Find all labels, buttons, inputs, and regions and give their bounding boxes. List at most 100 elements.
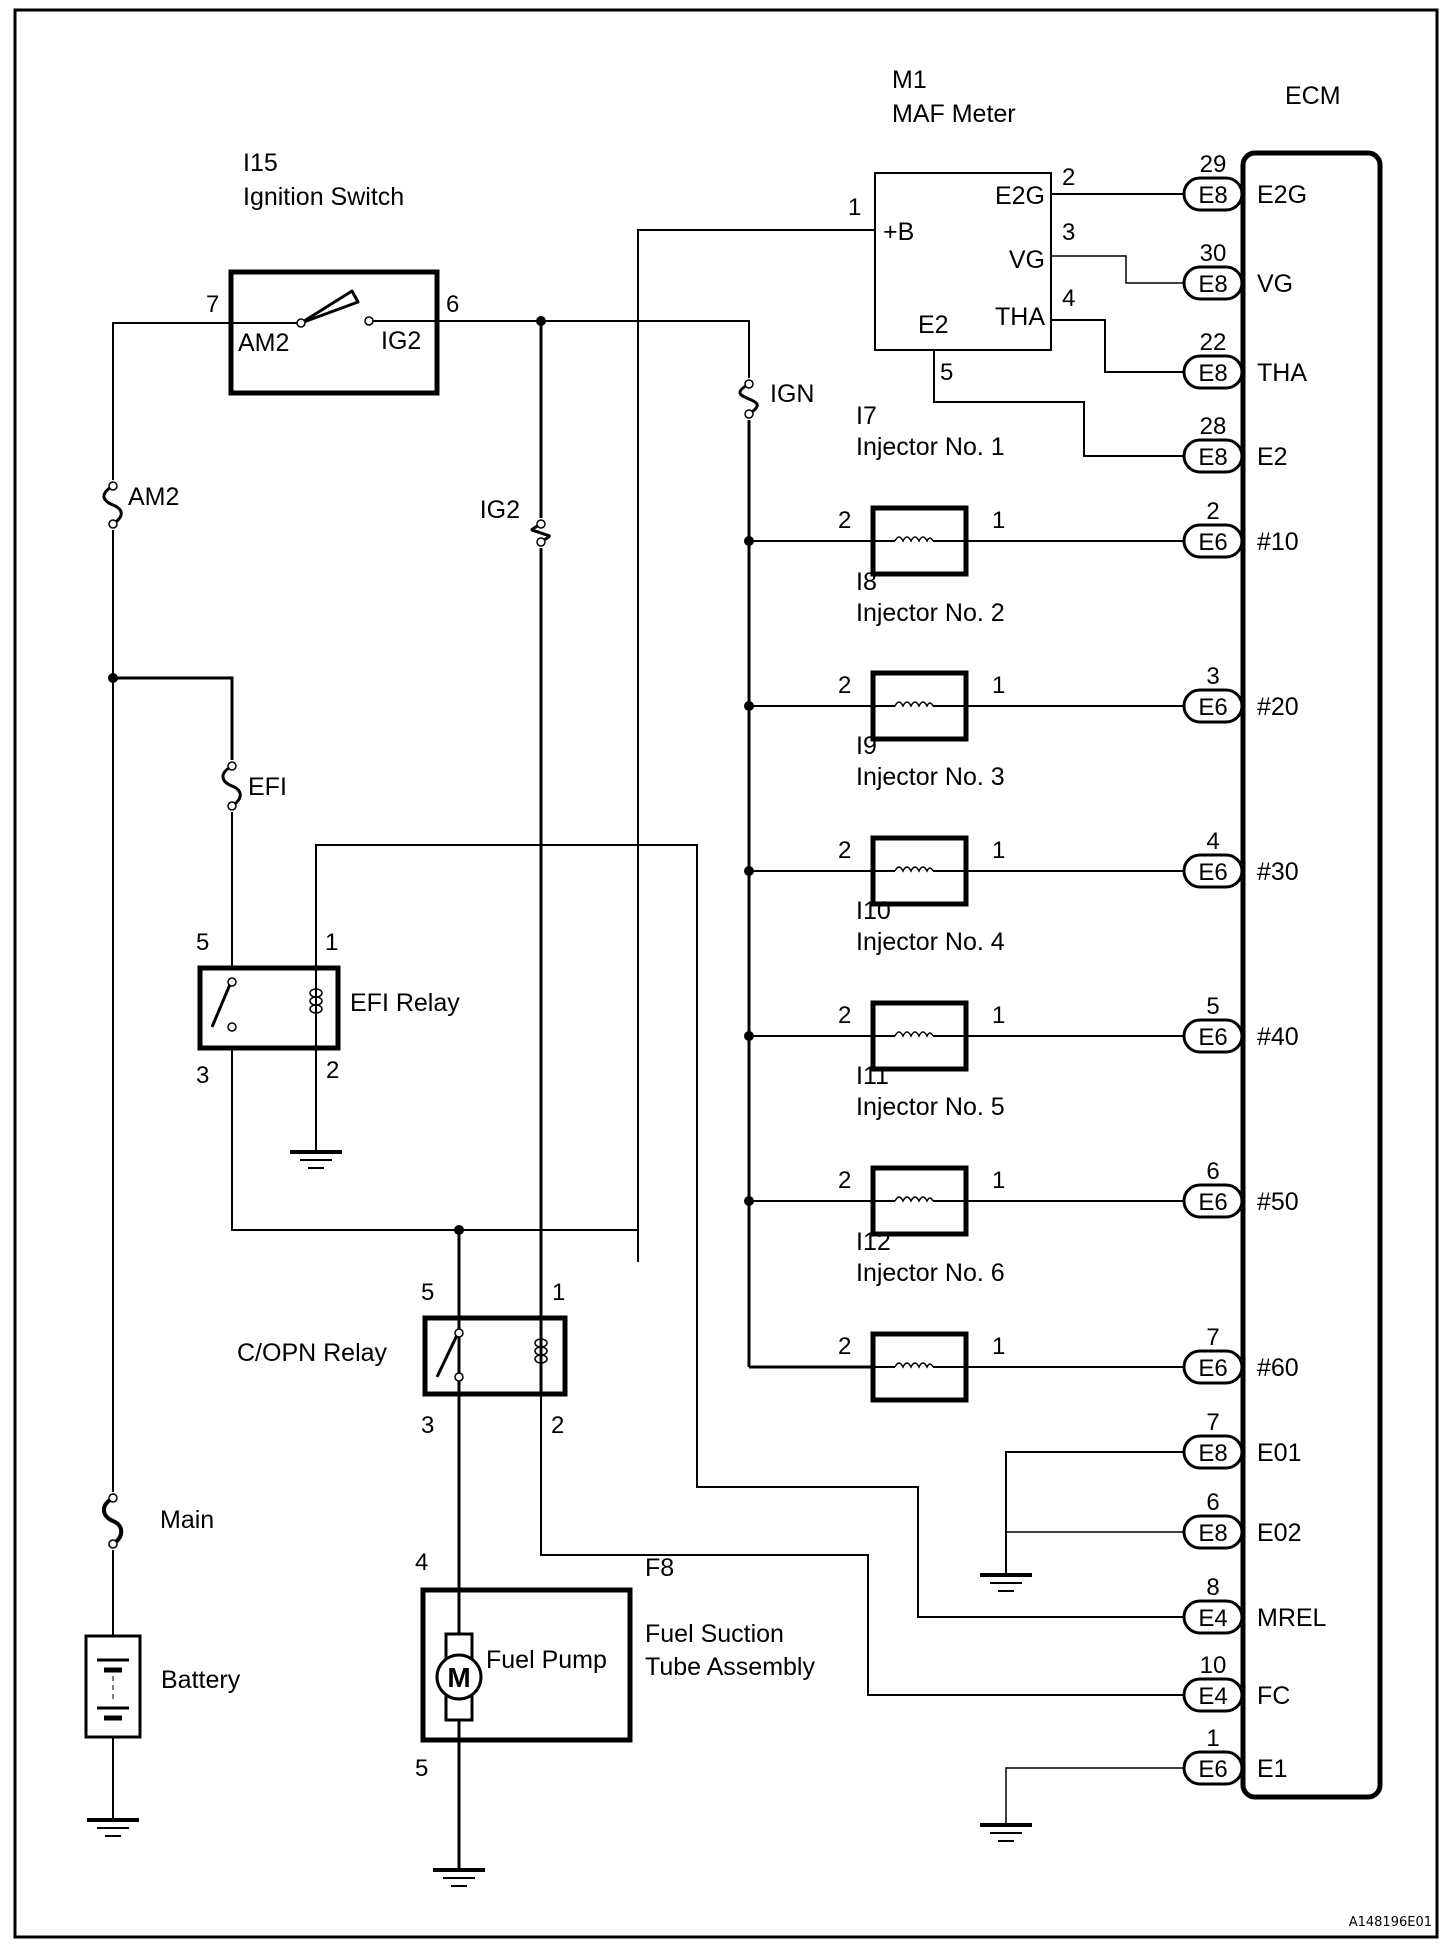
ecm-terminal-label: #40: [1257, 1023, 1299, 1051]
pin-number: 10: [1200, 1652, 1227, 1679]
switch-blade-icon: [296, 289, 374, 328]
fuse-icon: [102, 481, 123, 529]
pin-label: 5: [940, 359, 953, 386]
injector-name: Injector No. 3: [856, 763, 1005, 791]
relay-coil-icon: [534, 1338, 548, 1364]
connector-pill: [1182, 1349, 1244, 1385]
pin-label: 2: [838, 1002, 851, 1029]
injector-name: Injector No. 5: [856, 1093, 1005, 1121]
injector-name: Injector No. 2: [856, 599, 1005, 627]
fuse-am2: AM2: [102, 481, 179, 529]
motor-icon: M: [435, 1632, 483, 1722]
pin-label: 5: [415, 1755, 428, 1782]
connector-id: E8: [1198, 271, 1227, 298]
ecm-pins: E829E2GE830VGE822THAE828E2E62#10E63#20E6…: [1182, 151, 1327, 1786]
maf-meter-id: M1: [892, 66, 927, 94]
connector-pill: [1182, 1599, 1244, 1635]
pin-label: 5: [421, 1279, 434, 1306]
terminal-label: E2: [918, 311, 949, 339]
efi-relay: 5 1 3 2 EFI Relay: [196, 929, 460, 1089]
ground-icon: [980, 1573, 1032, 1592]
pin-label: 2: [838, 672, 851, 699]
junction-dot: [454, 1225, 464, 1235]
pin-number: 22: [1200, 329, 1227, 356]
junction-dot: [744, 866, 754, 876]
pin-label: 1: [992, 672, 1005, 699]
injector-name: Injector No. 4: [856, 928, 1005, 956]
ground-icon: [980, 1823, 1032, 1842]
ecm-pin: E62#10: [1182, 498, 1299, 559]
grounds: [87, 1150, 1032, 1887]
fuel-pump-box: [420, 1587, 633, 1743]
ecm-pin: E63#20: [1182, 663, 1299, 724]
ecm-terminal-label: E1: [1257, 1755, 1288, 1783]
pin-label: 1: [552, 1279, 565, 1306]
connector-pill: [1182, 1018, 1244, 1054]
pin-number: 7: [1206, 1409, 1219, 1436]
motor-symbol: M: [447, 1662, 470, 1693]
fuse-icon: [221, 761, 242, 811]
maf-meter-box: [874, 172, 1052, 351]
efi-relay-label: EFI Relay: [350, 989, 460, 1017]
pin-label: 7: [206, 291, 219, 318]
diagram-border: [13, 8, 1439, 1939]
pin-number: 2: [1206, 498, 1219, 525]
fuse-efi: EFI: [221, 761, 287, 811]
injector-id: I7: [856, 402, 877, 430]
pin-label: 2: [326, 1057, 339, 1084]
pin-number: 7: [1206, 1324, 1219, 1351]
injector-id: I8: [856, 568, 877, 596]
fuel-pump-assembly-label: Fuel Suction: [645, 1620, 784, 1648]
injector-coil-icon: [873, 536, 966, 543]
fuse-ign: IGN: [738, 379, 814, 419]
copn-relay: 5 1 3 2 C/OPN Relay: [237, 1279, 568, 1439]
pin-label: 1: [992, 1333, 1005, 1360]
battery-icon: [97, 1658, 129, 1721]
pin-label: 1: [325, 929, 338, 956]
injector-id: I10: [856, 897, 891, 925]
wires: [112, 193, 1184, 1870]
pin-number: 29: [1200, 151, 1227, 178]
fuel-pump-assembly: 4 5 M Fuel Pump F8 Fuel Suction Tube Ass…: [415, 1549, 815, 1782]
ecm-terminal-label: #60: [1257, 1354, 1299, 1382]
injector-coil-icon: [873, 701, 966, 708]
pin-label: 2: [838, 837, 851, 864]
connector-id: E6: [1198, 1355, 1227, 1382]
connector-pill: [1182, 354, 1244, 390]
connector-pill: [1182, 688, 1244, 724]
junction-dot: [744, 1196, 754, 1206]
ground-icon: [87, 1818, 139, 1837]
relay-switch-icon: [210, 977, 237, 1032]
connector-pill: [1182, 853, 1244, 889]
connector-pill: [1182, 1434, 1244, 1470]
ecm-terminal-label: VG: [1257, 270, 1293, 298]
connector-pill: [1182, 438, 1244, 474]
pin-label: 1: [992, 837, 1005, 864]
pin-number: 28: [1200, 413, 1227, 440]
connector-id: E4: [1198, 1683, 1227, 1710]
ground-icon: [290, 1150, 342, 1169]
junction-dot: [108, 673, 118, 683]
pin-label: 4: [415, 1549, 428, 1576]
pin-label: 3: [421, 1412, 434, 1439]
pin-number: 5: [1206, 993, 1219, 1020]
terminal-label: E2G: [995, 182, 1045, 210]
pin-number: 6: [1206, 1158, 1219, 1185]
battery: Battery: [84, 1634, 241, 1739]
injector-id: I11: [856, 1062, 889, 1090]
connector-pill: [1182, 1750, 1244, 1786]
connector-pill: [1182, 265, 1244, 301]
maf-meter-name: MAF Meter: [892, 100, 1016, 128]
junction-dot: [744, 1031, 754, 1041]
ecm-box: [1240, 150, 1383, 1800]
ignition-switch-name: Ignition Switch: [243, 183, 404, 211]
